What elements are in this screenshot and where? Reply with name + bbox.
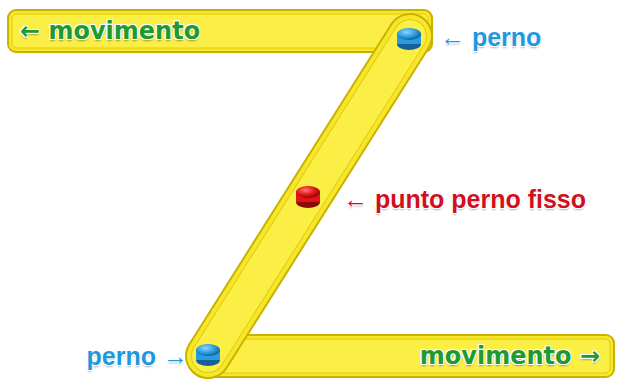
sliding-bar: ← movimento [8, 10, 432, 52]
pin-top [196, 344, 220, 356]
bar-inner-outline [198, 339, 610, 373]
fixed-pin-top [296, 186, 320, 198]
fixed-pin-label: ← punto perno fisso [343, 186, 586, 214]
motion-label: movimento → [420, 342, 600, 370]
bar-inner-outline [12, 14, 428, 48]
bar-outline [8, 10, 432, 52]
motion-label: ← movimento [20, 17, 200, 45]
sliding-bar-shape [8, 10, 432, 52]
pin-label: perno → [87, 343, 188, 371]
bar-outline [194, 335, 614, 377]
sliding-bar-shape [194, 335, 614, 377]
pin-top [397, 28, 421, 40]
sliding-bar: movimento → [194, 335, 614, 377]
pin-label: ← perno [440, 24, 541, 52]
